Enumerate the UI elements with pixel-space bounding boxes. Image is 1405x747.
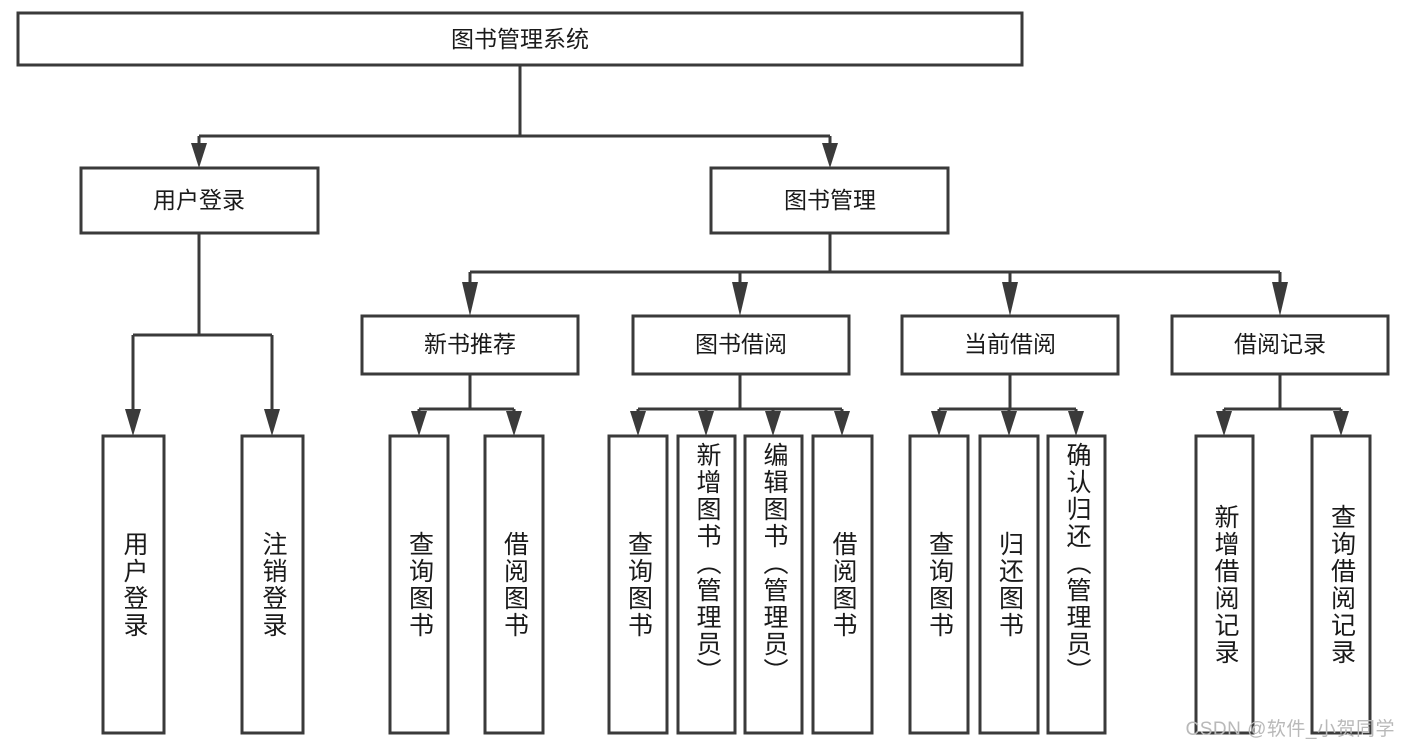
arrow-head-borrow-record bbox=[1272, 282, 1288, 316]
node-book-borrow[interactable]: 图书借阅 bbox=[631, 314, 851, 376]
node-leaf-query-book-bo-box[interactable] bbox=[607, 434, 669, 735]
node-user-login-label: 用户登录 bbox=[153, 187, 245, 213]
arrow-head-leaf-return-book bbox=[1001, 411, 1017, 436]
node-leaf-query-record-box[interactable] bbox=[1310, 434, 1372, 735]
node-user-login-box[interactable] bbox=[79, 166, 320, 235]
arrow-head-leaf-borrow-book-bo bbox=[834, 411, 850, 436]
connector-layer bbox=[125, 65, 1349, 436]
node-borrow-record-box[interactable] bbox=[1170, 314, 1390, 376]
node-leaf-confirm-return-box[interactable] bbox=[1046, 434, 1107, 735]
node-leaf-edit-book-box[interactable] bbox=[743, 434, 804, 735]
node-borrow-record[interactable]: 借阅记录 bbox=[1170, 314, 1390, 376]
node-leaf-add-record-box[interactable] bbox=[1194, 434, 1255, 735]
watermark-text: CSDN @软件_小贺同学 bbox=[1185, 719, 1395, 740]
node-root-box[interactable] bbox=[16, 11, 1024, 67]
arrow-head-leaf-add-book bbox=[698, 411, 714, 436]
arrow-head-leaf-query-book-bo bbox=[630, 411, 646, 436]
node-root-label: 图书管理系统 bbox=[451, 26, 589, 52]
node-leaf-add-book-box[interactable] bbox=[676, 434, 737, 735]
node-borrow-record-label: 借阅记录 bbox=[1234, 331, 1326, 357]
node-book-manage[interactable]: 图书管理 bbox=[709, 166, 950, 235]
node-leaf-query-book-cur-box[interactable] bbox=[908, 434, 970, 735]
node-book-borrow-label: 图书借阅 bbox=[695, 331, 787, 357]
arrow-head-leaf-user-logout bbox=[264, 409, 280, 436]
arrow-head-user-login bbox=[191, 143, 207, 168]
node-current-borrow[interactable]: 当前借阅 bbox=[900, 314, 1120, 376]
arrow-head-leaf-user-login bbox=[125, 409, 141, 436]
arrow-head-leaf-query-record bbox=[1333, 411, 1349, 436]
node-layer: 图书管理系统 用户登录 图书管理 新书推荐 图书借阅 bbox=[16, 11, 1390, 735]
node-root[interactable]: 图书管理系统 bbox=[16, 11, 1024, 67]
arrow-head-current-borrow bbox=[1002, 282, 1018, 316]
node-book-manage-box[interactable] bbox=[709, 166, 950, 235]
node-book-borrow-box[interactable] bbox=[631, 314, 851, 376]
node-leaf-user-logout-box[interactable] bbox=[240, 434, 305, 735]
arrow-head-leaf-edit-book bbox=[765, 411, 781, 436]
node-leaf-return-book-box[interactable] bbox=[978, 434, 1040, 735]
arrow-head-leaf-borrow-book-rec bbox=[506, 411, 522, 436]
node-leaf-borrow-book-bo-box[interactable] bbox=[811, 434, 874, 735]
node-current-borrow-label: 当前借阅 bbox=[964, 331, 1056, 357]
node-current-borrow-box[interactable] bbox=[900, 314, 1120, 376]
arrow-head-book-borrow bbox=[732, 282, 748, 316]
node-leaf-query-book-rec-box[interactable] bbox=[388, 434, 450, 735]
arrow-head-book-manage bbox=[822, 143, 838, 168]
arrow-head-leaf-query-book-rec bbox=[411, 411, 427, 436]
arrow-head-leaf-confirm-return bbox=[1068, 411, 1084, 436]
node-leaf-user-login-box[interactable] bbox=[101, 434, 166, 735]
node-book-manage-label: 图书管理 bbox=[784, 187, 876, 213]
arrow-head-leaf-add-record bbox=[1216, 411, 1232, 436]
node-new-book-recommend[interactable]: 新书推荐 bbox=[360, 314, 580, 376]
node-user-login[interactable]: 用户登录 bbox=[79, 166, 320, 235]
node-new-book-recommend-box[interactable] bbox=[360, 314, 580, 376]
arrow-head-new-book-recommend bbox=[462, 282, 478, 316]
arrow-head-leaf-query-book-cur bbox=[931, 411, 947, 436]
node-new-book-recommend-label: 新书推荐 bbox=[424, 331, 516, 357]
node-leaf-borrow-book-rec-box[interactable] bbox=[483, 434, 545, 735]
